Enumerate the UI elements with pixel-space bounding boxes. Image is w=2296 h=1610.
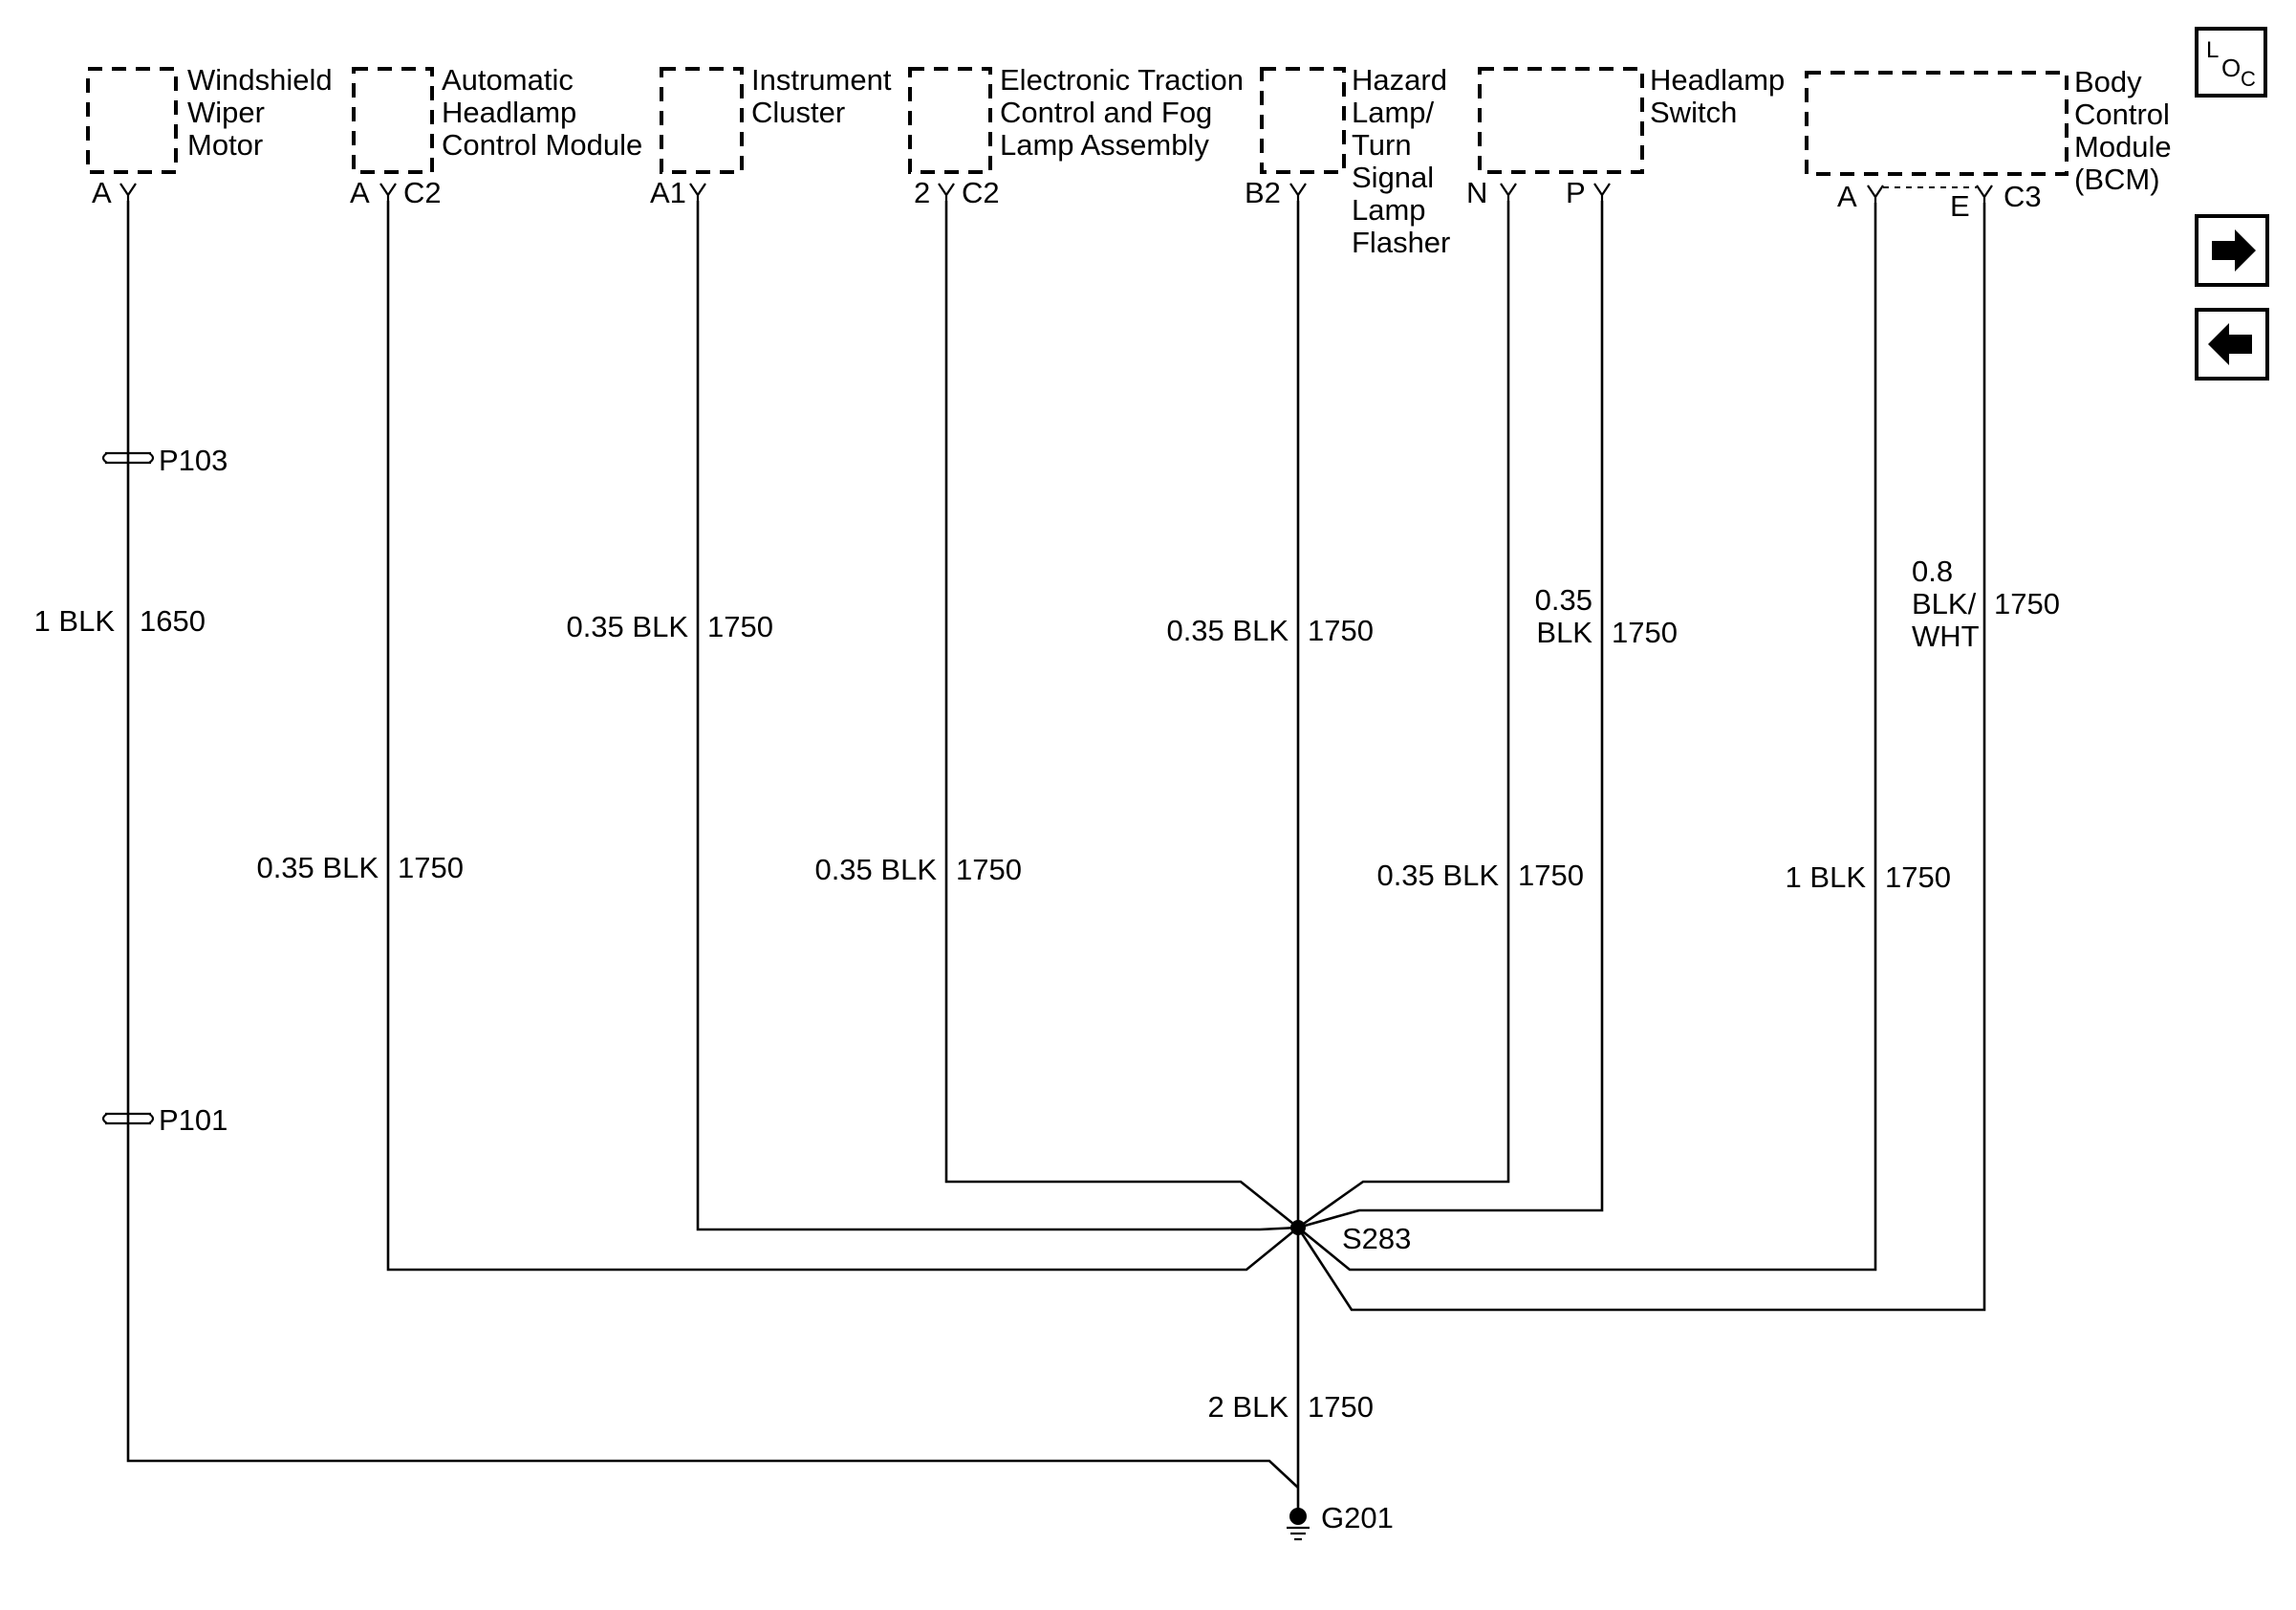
svg-text:Flasher: Flasher	[1352, 226, 1450, 259]
svg-text:C: C	[2241, 67, 2256, 91]
svg-text:Headlamp: Headlamp	[1650, 63, 1785, 97]
body-control-module-label: Body Control Module (BCM)	[2074, 65, 2172, 196]
svg-text:Motor: Motor	[187, 128, 263, 162]
electronic-traction-control-label: Electronic Traction Control and Fog Lamp…	[1000, 63, 1244, 162]
svg-text:Module: Module	[2074, 130, 2172, 163]
connector-p101: P101	[101, 1103, 227, 1137]
splice-s283: S283	[1290, 1220, 1411, 1255]
headlamp-switch-box	[1478, 67, 1644, 174]
svg-text:O: O	[2221, 54, 2241, 82]
svg-text:Turn: Turn	[1352, 128, 1412, 162]
svg-text:Lamp/: Lamp/	[1352, 96, 1435, 129]
svg-text:1750: 1750	[1994, 587, 2060, 620]
svg-text:0.8: 0.8	[1912, 555, 1953, 588]
svg-text:Cluster: Cluster	[751, 96, 845, 129]
svg-text:B2: B2	[1245, 176, 1281, 209]
svg-text:0.35 BLK: 0.35 BLK	[1166, 614, 1289, 647]
instrument-cluster-label: Instrument Cluster	[751, 63, 892, 129]
svg-text:1 BLK: 1 BLK	[1786, 860, 1867, 894]
svg-text:0.35 BLK: 0.35 BLK	[814, 853, 937, 886]
svg-text:0.35: 0.35	[1535, 583, 1592, 617]
svg-text:Lamp: Lamp	[1352, 193, 1426, 227]
svg-text:A1: A1	[650, 176, 686, 209]
svg-text:Switch: Switch	[1650, 96, 1737, 129]
svg-text:Control Module: Control Module	[442, 128, 642, 162]
svg-text:S283: S283	[1342, 1222, 1411, 1255]
svg-text:WHT: WHT	[1912, 620, 1980, 653]
pin-labels: A A C2 A1 2 C2 B2 N P A E C3	[92, 176, 2042, 223]
svg-text:Lamp Assembly: Lamp Assembly	[1000, 128, 1209, 162]
wire-wiper-ground	[126, 201, 1299, 1489]
wire-bcm-a	[1297, 203, 1877, 1272]
svg-text:BLK/: BLK/	[1912, 587, 1977, 620]
svg-text:1750: 1750	[398, 851, 464, 884]
windshield-wiper-motor-label: Windshield Wiper Motor	[187, 63, 333, 162]
automatic-headlamp-control-module-box	[352, 67, 434, 174]
svg-text:C3: C3	[2004, 180, 2042, 213]
ground-g201: G201	[1287, 1501, 1394, 1541]
svg-text:0.35 BLK: 0.35 BLK	[256, 851, 379, 884]
svg-text:Control and Fog: Control and Fog	[1000, 96, 1212, 129]
svg-text:P103: P103	[159, 444, 227, 477]
svg-text:Instrument: Instrument	[751, 63, 892, 97]
svg-text:Body: Body	[2074, 65, 2142, 98]
connector-p103: P103	[101, 444, 227, 477]
svg-text:P101: P101	[159, 1103, 227, 1137]
svg-text:C2: C2	[962, 176, 1000, 209]
svg-text:Control: Control	[2074, 98, 2170, 131]
svg-text:Electronic Traction: Electronic Traction	[1000, 63, 1244, 97]
svg-text:0.35 BLK: 0.35 BLK	[566, 610, 688, 643]
svg-text:1 BLK: 1 BLK	[34, 604, 116, 638]
svg-text:1750: 1750	[707, 610, 773, 643]
svg-text:1650: 1650	[140, 604, 206, 638]
svg-text:1750: 1750	[1885, 860, 1951, 894]
arrow-left-icon[interactable]	[2195, 308, 2269, 381]
wires	[126, 201, 1986, 1512]
svg-text:Windshield: Windshield	[187, 63, 333, 97]
wire-headlamp-switch-n	[1297, 201, 1510, 1229]
wire-etc	[944, 201, 1299, 1229]
headlamp-switch-label: Headlamp Switch	[1650, 63, 1785, 129]
svg-text:Wiper: Wiper	[187, 96, 265, 129]
svg-text:2: 2	[914, 176, 930, 209]
electronic-traction-control-box	[908, 67, 992, 174]
svg-text:C2: C2	[403, 176, 442, 209]
svg-text:Hazard: Hazard	[1352, 63, 1447, 97]
loc-icon[interactable]: L O C	[2195, 27, 2267, 98]
svg-text:A: A	[1837, 180, 1857, 213]
instrument-cluster-box	[660, 67, 744, 174]
arrow-right-icon[interactable]	[2195, 214, 2269, 287]
windshield-wiper-motor-box	[86, 67, 178, 174]
svg-text:2 BLK: 2 BLK	[1208, 1390, 1289, 1424]
svg-text:L: L	[2206, 37, 2219, 63]
svg-text:A: A	[350, 176, 370, 209]
wire-headlamp-switch-p	[1297, 201, 1604, 1229]
svg-text:1750: 1750	[1308, 1390, 1374, 1424]
wire-instrument-cluster	[696, 201, 1299, 1231]
wire-bcm-e	[1296, 203, 1986, 1312]
svg-text:E: E	[1950, 189, 1970, 223]
svg-text:Automatic: Automatic	[442, 63, 574, 97]
svg-text:P: P	[1566, 176, 1586, 209]
svg-text:1750: 1750	[1518, 859, 1584, 892]
svg-text:1750: 1750	[1308, 614, 1374, 647]
svg-text:(BCM): (BCM)	[2074, 163, 2160, 196]
wire-labels: 1 BLK 1650 0.35 BLK 1750 0.35 BLK 1750 0…	[34, 555, 2060, 1424]
svg-text:A: A	[92, 176, 112, 209]
hazard-flasher-box	[1260, 67, 1346, 174]
svg-text:Headlamp: Headlamp	[442, 96, 576, 129]
svg-text:1750: 1750	[1612, 616, 1678, 649]
hazard-flasher-label: Hazard Lamp/ Turn Signal Lamp Flasher	[1352, 63, 1450, 259]
body-control-module-box	[1805, 71, 2069, 176]
svg-text:N: N	[1466, 176, 1487, 209]
automatic-headlamp-control-module-label: Automatic Headlamp Control Module	[442, 63, 642, 162]
wire-ahcm	[386, 201, 1299, 1272]
pin-forks	[119, 183, 1993, 203]
svg-text:0.35 BLK: 0.35 BLK	[1376, 859, 1499, 892]
svg-text:1750: 1750	[956, 853, 1022, 886]
svg-text:G201: G201	[1321, 1501, 1394, 1534]
svg-text:BLK: BLK	[1536, 616, 1592, 649]
svg-text:Signal: Signal	[1352, 161, 1434, 194]
